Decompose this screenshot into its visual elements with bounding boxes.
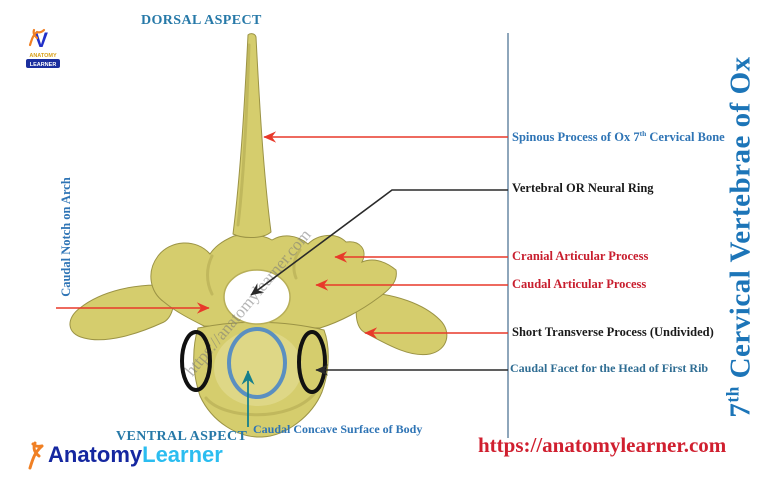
- logo-anatomy-text: Anatomy: [48, 442, 143, 467]
- label-caudal-articular: Caudal Articular Process: [512, 277, 647, 291]
- right-transverse-process: [355, 291, 448, 356]
- side-title-text: Cervical Vertebrae of Ox: [724, 56, 757, 387]
- logo-learner-text: Learner: [142, 442, 223, 467]
- leader-lines: [56, 33, 509, 438]
- badge-learner-text: LEARNER: [30, 62, 57, 68]
- ventral-aspect-heading: VENTRAL ASPECT: [116, 429, 248, 444]
- badge-learner-box: [26, 59, 60, 68]
- badge-anatomy-text: ANATOMY: [29, 53, 57, 59]
- side-title-sup: th: [722, 386, 743, 403]
- anatomylearner-badge-logo: V ANATOMY LEARNER: [26, 28, 60, 68]
- label-caudal-facet: Caudal Facet for the Head of First Rib: [510, 361, 709, 375]
- badge-figure-icon: [28, 28, 46, 47]
- label-spinous-sup: th: [639, 129, 647, 138]
- label-caudal-notch: Caudal Notch on Arch: [59, 177, 74, 297]
- label-caudal-concave: Caudal Concave Surface of Body: [253, 422, 423, 436]
- vertebral-foramen: [223, 269, 291, 325]
- figure-side-title: 7th Cervical Vertebrae of Ox: [723, 56, 758, 417]
- label-cranial-articular: Cranial Articular Process: [512, 249, 649, 263]
- left-transverse-process: [69, 284, 175, 341]
- vertebra-bone: [69, 33, 448, 438]
- site-url-link[interactable]: https://anatomylearner.com: [478, 433, 727, 457]
- label-spinous-pre: Spinous Process of Ox 7: [512, 130, 640, 145]
- side-title-number: 7: [724, 402, 757, 418]
- left-facet-ring: [180, 330, 212, 392]
- neural-ring-arrow: [250, 189, 508, 296]
- label-spinous-post: Cervical Bone: [646, 130, 725, 145]
- logo-figure-icon: [28, 441, 44, 470]
- spinous-process: [232, 33, 272, 238]
- right-facet-ring: [297, 330, 327, 394]
- concave-surface-ring: [227, 327, 287, 399]
- dorsal-aspect-heading: DORSAL ASPECT: [141, 13, 262, 28]
- label-spinous-process: Spinous Process of Ox 7th Cervical Bone: [512, 129, 725, 145]
- label-neural-ring: Vertebral OR Neural Ring: [512, 181, 654, 195]
- label-short-transverse: Short Transverse Process (Undivided): [512, 325, 714, 339]
- badge-v-letter: V: [34, 29, 48, 52]
